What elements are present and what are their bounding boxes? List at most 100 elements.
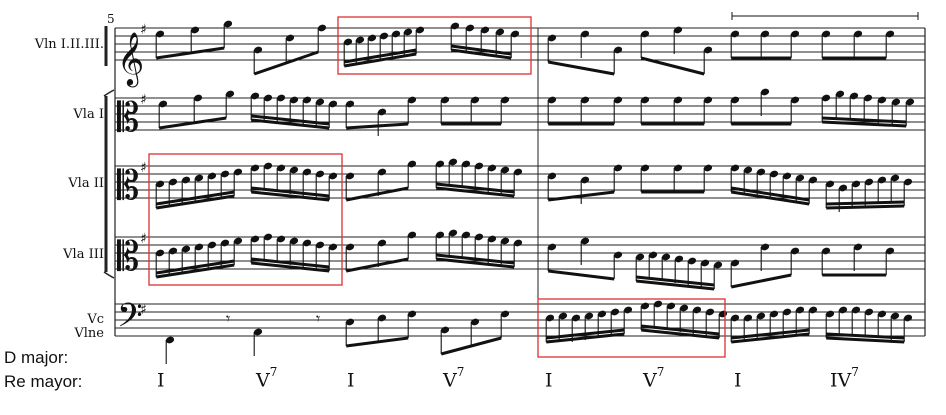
sharp-icon: ♯: [140, 22, 147, 38]
clef-icon: 𝄢: [117, 297, 143, 343]
notehead: [377, 168, 387, 176]
notehead: [760, 88, 770, 96]
notehead: [155, 249, 165, 257]
notehead: [891, 98, 901, 106]
highlight-box: [337, 16, 532, 75]
notehead: [465, 24, 475, 32]
beam: [826, 200, 905, 206]
notehead: [461, 160, 471, 168]
notehead: [345, 318, 355, 326]
notehead: [317, 24, 327, 32]
notehead: [377, 108, 387, 116]
notehead: [756, 168, 766, 176]
instrument-label-vla1: Vla I: [73, 107, 104, 122]
beam: [251, 257, 330, 269]
notehead: [435, 231, 445, 239]
notehead: [379, 32, 389, 40]
notehead: [547, 172, 557, 180]
notehead: [790, 96, 800, 104]
notehead: [877, 96, 887, 104]
notehead: [610, 308, 620, 316]
beam: [826, 204, 905, 210]
notehead: [635, 253, 645, 261]
beam: [440, 336, 502, 356]
beam: [731, 332, 810, 344]
notehead: [448, 229, 458, 237]
notehead: [355, 36, 365, 44]
beam: [451, 44, 512, 56]
notehead: [597, 310, 607, 318]
beam: [641, 324, 720, 336]
sharp-icon: ♯: [140, 231, 147, 247]
beam: [251, 114, 330, 126]
notehead: [851, 306, 861, 314]
notehead: [821, 94, 831, 102]
notehead: [769, 310, 779, 318]
notehead: [545, 314, 555, 322]
bracket-hook: [103, 271, 115, 279]
notehead: [302, 239, 312, 247]
beam: [155, 263, 235, 279]
notehead: [513, 239, 523, 247]
notehead: [415, 26, 425, 34]
notehead: [700, 259, 710, 267]
notehead: [673, 164, 683, 172]
notehead: [756, 312, 766, 320]
notehead: [640, 164, 650, 172]
beam: [548, 190, 615, 202]
notehead: [713, 261, 723, 269]
notehead: [613, 251, 623, 259]
chord-numeral: V7: [443, 365, 465, 392]
beam: [346, 122, 409, 130]
clef-icon: 𝄞: [117, 31, 144, 87]
beam: [546, 328, 625, 340]
notehead: [613, 96, 623, 104]
notehead: [500, 166, 510, 174]
notehead: [760, 30, 770, 38]
beam: [730, 186, 810, 202]
notehead: [377, 239, 387, 247]
notehead: [289, 237, 299, 245]
notehead: [315, 98, 325, 106]
chord-numeral: I: [545, 369, 553, 392]
notehead: [276, 164, 286, 172]
beam: [155, 259, 235, 275]
notehead: [864, 308, 874, 316]
notehead: [253, 46, 263, 54]
beam: [436, 186, 515, 198]
notehead: [440, 96, 450, 104]
notehead: [194, 174, 204, 182]
chord-numeral: IV7: [830, 365, 859, 392]
notehead: [220, 170, 230, 178]
rest-icon: 𝄾: [316, 309, 320, 328]
notehead: [743, 166, 753, 174]
notehead: [890, 174, 900, 182]
notehead: [730, 96, 740, 104]
notehead: [155, 30, 165, 38]
notehead: [877, 176, 887, 184]
notehead: [623, 306, 633, 314]
beam: [826, 336, 905, 344]
notehead: [863, 94, 873, 102]
notehead: [207, 172, 217, 180]
beam: [251, 261, 330, 273]
notehead: [233, 237, 243, 245]
beam: [436, 253, 515, 265]
notehead: [302, 96, 312, 104]
notehead: [666, 302, 676, 310]
notehead: [835, 90, 845, 98]
notehead: [838, 184, 848, 192]
beam: [822, 120, 907, 128]
notehead: [328, 172, 338, 180]
notehead: [730, 30, 740, 38]
notehead: [580, 30, 590, 38]
notehead: [743, 314, 753, 322]
notehead: [407, 310, 417, 318]
notehead: [613, 164, 623, 172]
beam: [640, 56, 705, 76]
notehead: [480, 26, 490, 34]
notehead: [155, 180, 165, 188]
notehead: [289, 166, 299, 174]
beam: [253, 50, 319, 76]
notehead: [470, 318, 480, 326]
